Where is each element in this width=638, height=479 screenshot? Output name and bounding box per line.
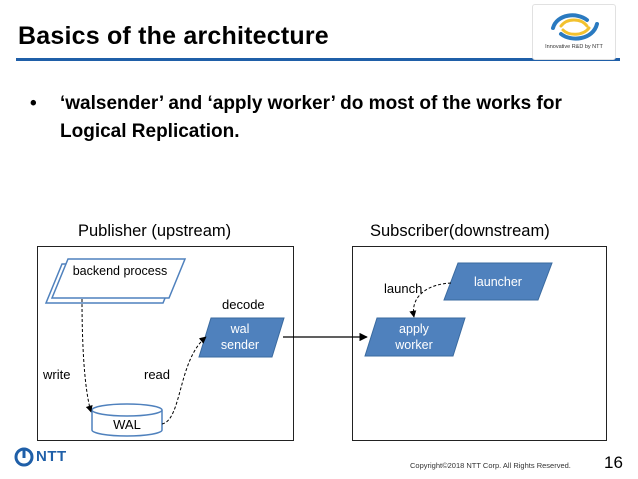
read-label: read (144, 367, 171, 382)
apply-worker-shape (364, 317, 466, 357)
bullet-marker: • (30, 93, 37, 114)
write-label: write (43, 367, 71, 382)
write-arrow (81, 298, 93, 413)
subscriber-caption: Subscriber(downstream) (370, 222, 550, 240)
apply-worker-label: apply worker (395, 322, 433, 352)
ntt-footer-logo: NTT (14, 447, 66, 472)
wal-cylinder-shape (91, 403, 163, 437)
backend-process-shape (50, 258, 187, 299)
launch-arrow (409, 282, 452, 318)
ntt-brand-text: NTT (36, 448, 67, 465)
page-number: 16 (604, 453, 623, 472)
wal-sender-label: wal sender (220, 322, 260, 352)
publisher-caption: Publisher (upstream) (78, 222, 232, 240)
ntt-swirl-icon (551, 13, 599, 41)
launcher-shape (443, 262, 553, 301)
ntt-rd-logo: Innovative R&D by NTT (532, 4, 616, 60)
launch-label: launch (384, 281, 423, 296)
bullet-text: ‘walsender’ and ‘apply worker’ do most o… (60, 93, 562, 142)
backend-process-label: backend process (72, 264, 168, 278)
decode-label: decode (222, 297, 265, 312)
wal-sender-shape (198, 317, 285, 358)
slide-title: Basics of the architecture (18, 22, 329, 50)
read-arrow (161, 336, 207, 425)
wal-label: WAL (113, 417, 141, 432)
ntt-ring-icon (14, 447, 34, 467)
launcher-label: launcher (474, 275, 522, 289)
copyright-text: Copyright©2018 NTT Corp. All Rights Rese… (410, 461, 571, 470)
logo-tagline: Innovative R&D by NTT (545, 44, 603, 50)
title-underline (16, 58, 620, 61)
